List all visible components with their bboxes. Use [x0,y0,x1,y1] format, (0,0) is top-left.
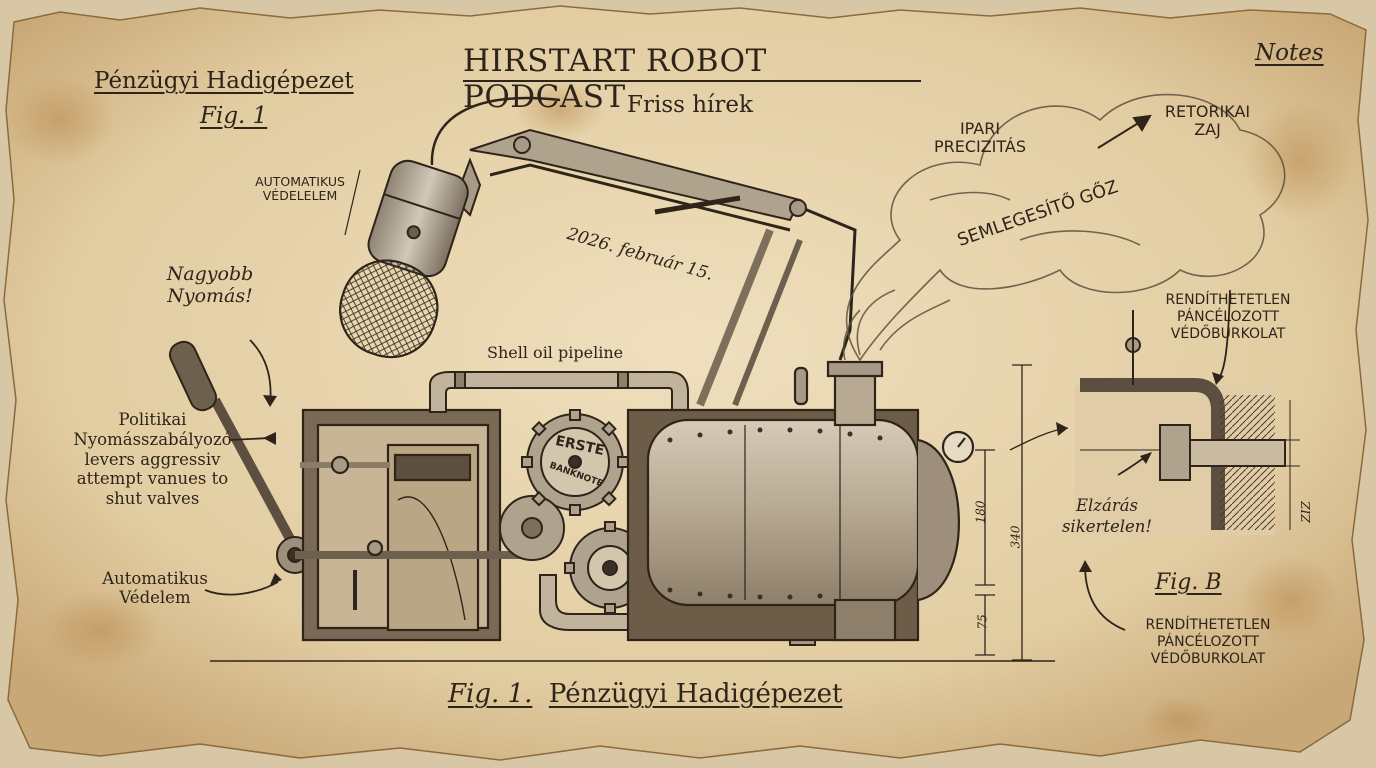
dim-75: 75 [975,614,990,630]
top-left-fig: Fig. 1 [200,103,268,129]
boiler [626,360,975,642]
auto-protection-bottom-line-2: Védelem [119,587,191,607]
political-line-5: shut valves [105,489,200,509]
steam-cloud [842,93,1286,362]
ipari-line-2: PRECIZITÁS [933,137,1027,157]
page-subtitle: Friss hírek [627,92,753,118]
machine-housing [295,408,520,642]
auto-protection-bottom-line-1: Automatikus [102,569,208,588]
armor-bottom-line-3: VÉDŐBURKOLAT [1150,651,1266,668]
elzaras-line-2: sikertelen! [1061,516,1153,536]
armor-top-line-1: RENDÍTHETETLEN [1165,292,1291,308]
dimension-lines [975,364,1069,661]
political-line-4: attempt vanues to [76,469,229,489]
elzaras-label: Elzárás sikertelen! [1052,496,1162,537]
pipeline-label: Shell oil pipeline [487,343,624,362]
auto-protection-top-label: AUTOMATIKUS VÉDELELEM [240,174,360,204]
retorikai-label: RETORIKAI ZAJ [1150,102,1265,140]
political-line-2: Nyomásszabályozó [73,429,232,449]
page-title: HIRSTART ROBOT PODCAST [463,43,767,115]
auto-protection-bottom-label: Automatikus Védelem [85,569,225,608]
microphone [339,159,469,359]
political-label: Politikai Nyomásszabályozó levers aggres… [55,410,250,509]
caption-fig: Fig. 1. [448,679,533,709]
notes-label: Notes [1255,40,1324,66]
pressure-line-1: Nagyobb [166,263,254,285]
armor-top-line-2: PÁNCÉLOZOTT [1176,309,1279,326]
auto-protection-top-line-1: AUTOMATIKUS [255,174,345,189]
political-line-3: levers aggressiv [84,449,221,469]
caption: Fig. 1. Pénzügyi Hadigépezet [448,679,843,710]
fig-b-detail [1075,310,1300,535]
pressure-line-2: Nyomás! [167,284,253,307]
armor-top-label: RENDÍTHETETLEN PÁNCÉLOZOTT VÉDŐBURKOLAT [1148,292,1308,343]
ipari-line-1: IPARI [959,119,1001,138]
dim-180: 180 [973,500,988,524]
retorikai-line-1: RETORIKAI [1164,102,1251,121]
top-left-title: Pénzügyi Hadigépezet [94,68,354,94]
armor-top-line-3: VÉDŐBURKOLAT [1170,326,1286,343]
armor-bottom-line-1: RENDÍTHETETLEN [1145,617,1271,633]
caption-text: Pénzügyi Hadigépezet [548,679,843,709]
elzaras-line-1: Elzárás [1075,496,1139,515]
armor-bottom-line-2: PÁNCÉLOZOTT [1156,634,1259,651]
political-line-1: Politikai [118,410,187,429]
fig-b-label: Fig. B [1155,570,1222,595]
dim-340: 340 [1008,525,1023,549]
ipari-label: IPARI PRECIZITÁS [925,119,1035,157]
dim-side: ZIZ [1298,501,1313,523]
pressure-label: Nagyobb Nyomás! [155,263,265,308]
retorikai-line-2: ZAJ [1194,120,1221,140]
armor-bottom-label: RENDÍTHETETLEN PÁNCÉLOZOTT VÉDŐBURKOLAT [1128,617,1288,668]
auto-protection-top-line-2: VÉDELELEM [262,188,338,204]
